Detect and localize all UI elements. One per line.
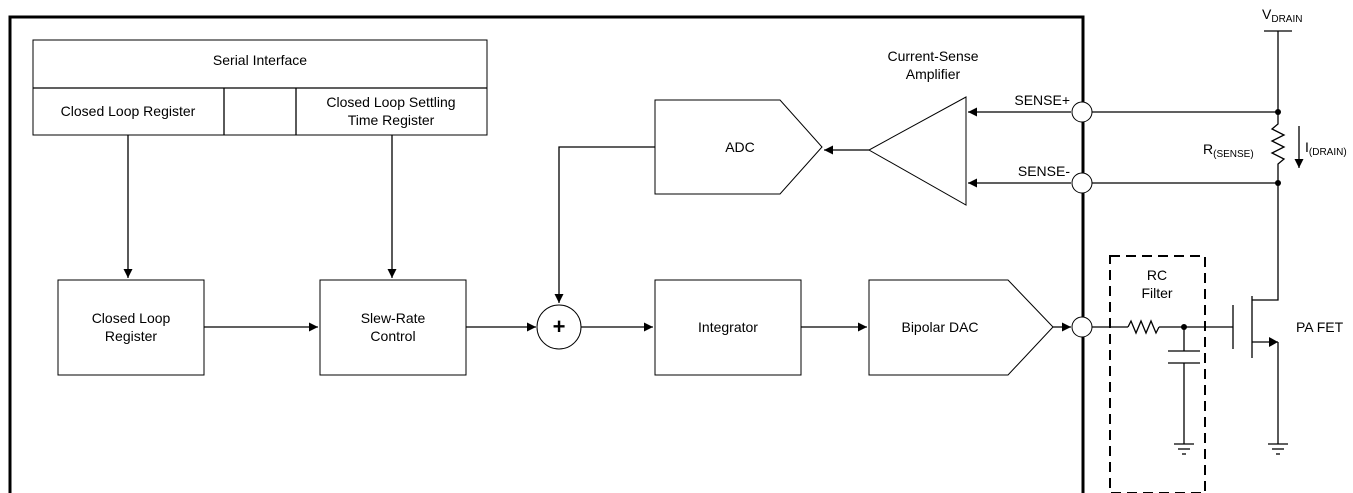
- current-sense-label-line1: Current-Sense: [887, 48, 978, 64]
- rc-resistor: [1128, 321, 1159, 333]
- sense-minus-label: SENSE-: [1018, 163, 1070, 179]
- i-drain-label: I(DRAIN): [1305, 139, 1347, 158]
- bipolar-dac-label: Bipolar DAC: [901, 319, 978, 335]
- closed-loop-register-label-line2: Register: [105, 328, 157, 344]
- pa-fet-symbol: [1233, 296, 1278, 358]
- summing-junction-plus: +: [553, 314, 566, 339]
- slew-rate-label-line2: Control: [370, 328, 415, 344]
- sense-plus-label: SENSE+: [1014, 92, 1070, 108]
- cap-ground-icon: [1174, 444, 1194, 454]
- settling-time-register-label-line2: Time Register: [348, 112, 435, 128]
- vdrain-label: VDRAIN: [1262, 6, 1302, 25]
- sense-resistor: [1272, 112, 1284, 183]
- pa-fet-label: PA FET: [1296, 319, 1344, 335]
- r-sense-label: R(SENSE): [1203, 141, 1254, 160]
- closed-loop-register-label-line1: Closed Loop: [92, 310, 171, 326]
- serial-interface-label: Serial Interface: [213, 52, 307, 68]
- rc-filter-label-line1: RC: [1147, 267, 1167, 283]
- gate-drive-pin: [1072, 317, 1092, 337]
- sense-plus-pin: [1072, 102, 1092, 122]
- rc-filter-label-line2: Filter: [1141, 285, 1172, 301]
- current-sense-amplifier: [869, 97, 966, 205]
- drain-wire: [1252, 183, 1278, 300]
- current-sense-label-line2: Amplifier: [906, 66, 961, 82]
- arrow-adc-to-summer: [559, 147, 655, 303]
- r-sense-sub: (SENSE): [1213, 149, 1254, 160]
- settling-time-register-label-line1: Closed Loop Settling: [326, 94, 455, 110]
- closed-loop-register-top-label: Closed Loop Register: [61, 103, 196, 119]
- integrator-label: Integrator: [698, 319, 758, 335]
- i-drain-sub: (DRAIN): [1309, 147, 1347, 158]
- r-sense-main: R: [1203, 141, 1213, 157]
- slew-rate-label-line1: Slew-Rate: [361, 310, 426, 326]
- vdrain-sub: DRAIN: [1271, 14, 1302, 25]
- sense-minus-pin: [1072, 173, 1092, 193]
- serial-interface-group: Serial Interface Closed Loop Register Cl…: [33, 40, 487, 135]
- adc-label: ADC: [725, 139, 755, 155]
- fet-ground-icon: [1268, 444, 1288, 454]
